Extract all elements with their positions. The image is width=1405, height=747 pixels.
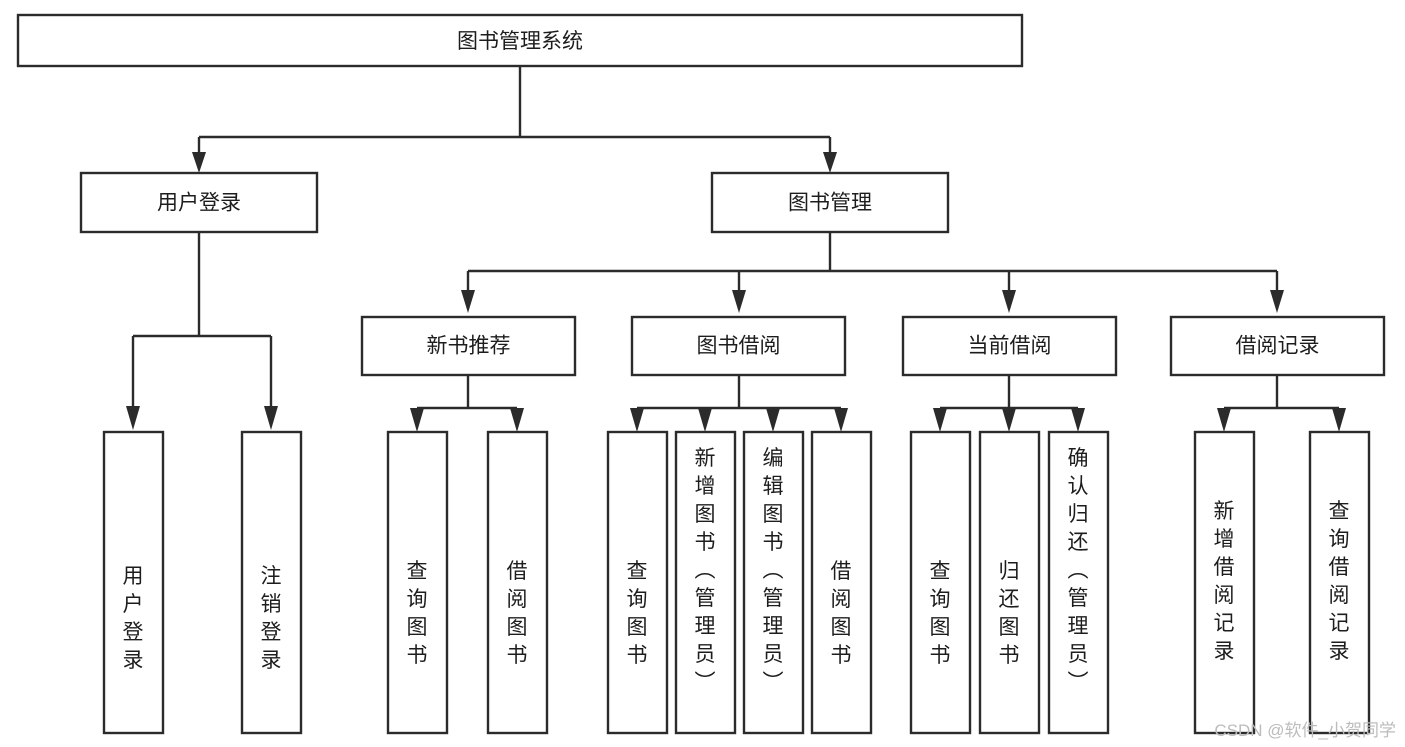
arrow-to-current-borrow <box>1002 290 1016 313</box>
connectors-user-login-to-leaves <box>126 232 278 430</box>
leaf-user-login-1[interactable]: 用户登录 <box>102 430 165 735</box>
node-user-login-box[interactable] <box>79 171 319 234</box>
leaf-book-borrow-3-box[interactable] <box>742 430 805 735</box>
connectors-new-book-to-leaves <box>410 375 524 432</box>
connectors-root-to-level2 <box>192 66 837 173</box>
leaf-borrow-record-1-box[interactable] <box>1193 430 1256 735</box>
leaf-user-login-2-label: 注销登录 <box>261 565 282 672</box>
node-new-book-recommend-box[interactable] <box>360 315 577 377</box>
leaf-book-borrow-4-label: 借阅图书 <box>831 560 852 667</box>
leaf-current-borrow-2[interactable]: 归还图书 <box>978 430 1041 735</box>
leaf-book-borrow-3-label: 编辑图书︵管理员︶ <box>763 447 784 694</box>
arrow-to-user-login <box>192 152 206 173</box>
leaf-new-book-1[interactable]: 查询图书 <box>386 430 449 735</box>
node-book-borrow-label: 图书借阅 <box>697 335 781 358</box>
node-current-borrow[interactable]: 当前借阅 <box>901 315 1118 377</box>
leaf-borrow-record-2-box[interactable] <box>1308 430 1371 735</box>
arrow-book-borrow-leaf2 <box>698 408 712 432</box>
node-book-manage[interactable]: 图书管理 <box>710 171 950 234</box>
csdn-watermark: CSDN @软件_小贺同学 <box>1214 721 1396 740</box>
connectors-book-borrow-to-leaves <box>630 375 848 432</box>
leaf-user-login-2[interactable]: 注销登录 <box>240 430 303 735</box>
leaf-book-borrow-1-label: 查询图书 <box>627 560 648 667</box>
node-book-borrow[interactable]: 图书借阅 <box>630 315 847 377</box>
leaf-user-login-2-box[interactable] <box>240 430 303 735</box>
leaf-book-borrow-4-box[interactable] <box>810 430 873 735</box>
node-user-login-label: 用户登录 <box>157 192 241 215</box>
node-borrow-record-box[interactable] <box>1169 315 1386 377</box>
leaf-book-borrow-2-label: 新增图书︵管理员︶ <box>695 447 716 694</box>
leaf-current-borrow-3-label: 确认归还︵管理员︶ <box>1068 447 1089 694</box>
connectors-book-manage-to-level3 <box>461 232 1284 313</box>
node-user-login[interactable]: 用户登录 <box>79 171 319 234</box>
arrow-new-book-leaf1 <box>410 408 424 432</box>
leaf-borrow-record-2-label: 查询借阅记录 <box>1329 500 1350 663</box>
arrow-book-borrow-leaf4 <box>834 408 848 432</box>
leaf-current-borrow-2-box[interactable] <box>978 430 1041 735</box>
leaf-user-login-1-label: 用户登录 <box>123 565 144 672</box>
leaf-new-book-2-box[interactable] <box>486 430 549 735</box>
arrow-to-book-borrow <box>732 290 746 313</box>
node-new-book-recommend-label: 新书推荐 <box>427 335 511 358</box>
arrow-user-login-leaf2 <box>264 406 278 430</box>
arrow-to-new-book <box>461 290 475 313</box>
leaf-current-borrow-3[interactable]: 确认归还︵管理员︶ <box>1047 430 1110 735</box>
arrow-borrow-record-leaf1 <box>1217 408 1231 432</box>
leaf-user-login-1-box[interactable] <box>102 430 165 735</box>
node-current-borrow-box[interactable] <box>901 315 1118 377</box>
arrow-current-borrow-leaf2 <box>1002 408 1016 432</box>
leaf-current-borrow-2-label: 归还图书 <box>999 560 1020 667</box>
leaf-book-borrow-3[interactable]: 编辑图书︵管理员︶ <box>742 430 805 735</box>
leaf-book-borrow-2[interactable]: 新增图书︵管理员︶ <box>674 430 737 735</box>
leaf-current-borrow-1[interactable]: 查询图书 <box>909 430 972 735</box>
leaf-borrow-record-1[interactable]: 新增借阅记录 <box>1193 430 1256 735</box>
leaf-current-borrow-3-box[interactable] <box>1047 430 1110 735</box>
arrow-current-borrow-leaf3 <box>1071 408 1085 432</box>
connectors-current-borrow-to-leaves <box>933 375 1085 432</box>
node-root-book-management-system[interactable]: 图书管理系统 <box>16 13 1024 68</box>
leaf-new-book-2[interactable]: 借阅图书 <box>486 430 549 735</box>
leaf-new-book-2-label: 借阅图书 <box>507 560 528 667</box>
leaf-book-borrow-2-box[interactable] <box>674 430 737 735</box>
node-borrow-record-label: 借阅记录 <box>1236 335 1320 358</box>
arrow-book-borrow-leaf3 <box>766 408 780 432</box>
node-root-label: 图书管理系统 <box>457 30 583 53</box>
arrow-book-borrow-leaf1 <box>630 408 644 432</box>
node-book-manage-box[interactable] <box>710 171 950 234</box>
arrow-current-borrow-leaf1 <box>933 408 947 432</box>
connectors-borrow-record-to-leaves <box>1217 375 1346 432</box>
arrow-to-book-manage <box>823 152 837 173</box>
leaf-borrow-record-2[interactable]: 查询借阅记录 <box>1308 430 1371 735</box>
arrow-borrow-record-leaf2 <box>1332 408 1346 432</box>
arrow-new-book-leaf2 <box>510 408 524 432</box>
node-book-manage-label: 图书管理 <box>788 192 872 215</box>
arrow-user-login-leaf1 <box>126 406 140 430</box>
node-root-box[interactable] <box>16 13 1024 68</box>
node-borrow-record[interactable]: 借阅记录 <box>1169 315 1386 377</box>
leaf-borrow-record-1-label: 新增借阅记录 <box>1214 500 1235 663</box>
leaf-current-borrow-1-box[interactable] <box>909 430 972 735</box>
arrow-to-borrow-record <box>1270 290 1284 313</box>
leaf-new-book-1-label: 查询图书 <box>407 560 428 667</box>
node-current-borrow-label: 当前借阅 <box>968 335 1052 358</box>
node-new-book-recommend[interactable]: 新书推荐 <box>360 315 577 377</box>
leaf-current-borrow-1-label: 查询图书 <box>930 560 951 667</box>
leaf-book-borrow-1-box[interactable] <box>606 430 669 735</box>
node-book-borrow-box[interactable] <box>630 315 847 377</box>
leaf-book-borrow-1[interactable]: 查询图书 <box>606 430 669 735</box>
leaf-book-borrow-4[interactable]: 借阅图书 <box>810 430 873 735</box>
leaf-new-book-1-box[interactable] <box>386 430 449 735</box>
